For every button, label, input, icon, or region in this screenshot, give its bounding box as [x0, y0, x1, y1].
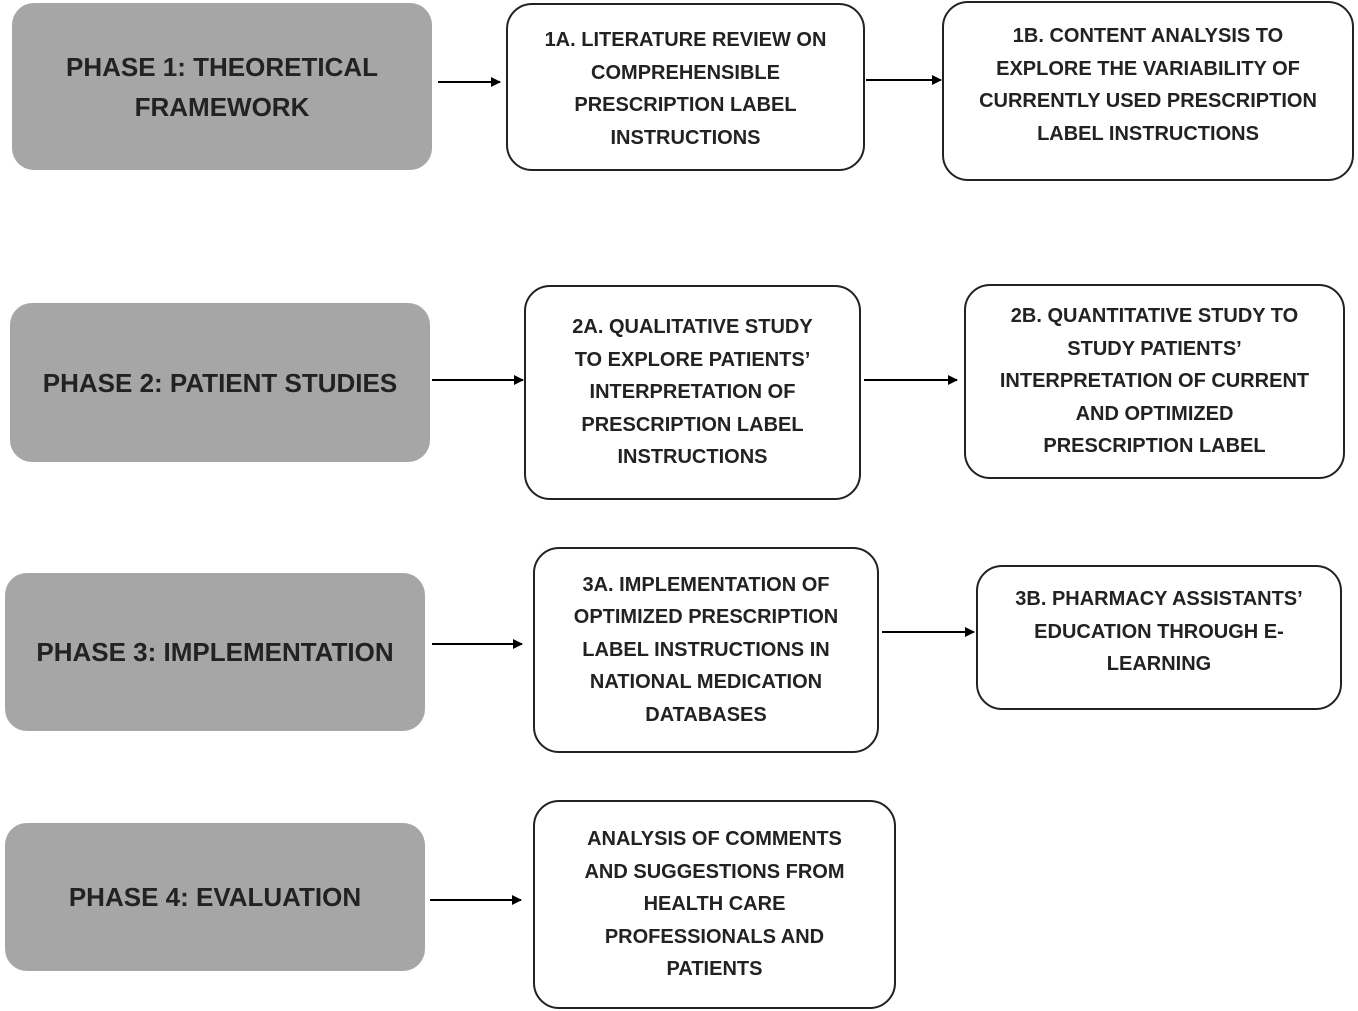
step-3b-box: 3B. PHARMACY ASSISTANTS’ EDUCATION THROU… [976, 565, 1342, 710]
phase-1-box: PHASE 1: THEORETICAL FRAMEWORK [12, 3, 432, 170]
step-2a-box: 2A. QUALITATIVE STUDY TO EXPLORE PATIENT… [524, 285, 861, 500]
phase-3-label: PHASE 3: IMPLEMENTATION [36, 637, 394, 667]
phase-3-box: PHASE 3: IMPLEMENTATION [5, 573, 425, 731]
step-3a-text: 3A. IMPLEMENTATION OF OPTIMIZED PRESCRIP… [573, 573, 839, 726]
step-3b-text: 3B. PHARMACY ASSISTANTS’ EDUCATION THROU… [1015, 588, 1303, 675]
step-1a-box: 1A. LITERATURE REVIEW ON COMPREHENSIBLE … [506, 3, 865, 171]
step-3a-box: 3A. IMPLEMENTATION OF OPTIMIZED PRESCRIP… [533, 547, 879, 753]
phase-4-label: PHASE 4: EVALUATION [68, 882, 362, 912]
step-1b-box: 1B. CONTENT ANALYSIS TO EXPLORE THE VARI… [942, 1, 1354, 181]
step-2b-box: 2B. QUANTITATIVE STUDY TO STUDY PATIENTS… [964, 284, 1345, 479]
phase-1-label: PHASE 1: THEORETICAL FRAMEWORK [65, 51, 379, 122]
step-4-box: ANALYSIS OF COMMENTS AND SUGGESTIONS FRO… [533, 800, 896, 1009]
step-1b-text: 1B. CONTENT ANALYSIS TO EXPLORE THE VARI… [979, 25, 1317, 145]
step-2a-text: 2A. QUALITATIVE STUDY TO EXPLORE PATIENT… [572, 316, 813, 469]
phase-2-box: PHASE 2: PATIENT STUDIES [10, 303, 430, 462]
step-4-text: ANALYSIS OF COMMENTS AND SUGGESTIONS FRO… [584, 828, 845, 981]
phase-2-label: PHASE 2: PATIENT STUDIES [42, 367, 398, 398]
step-2b-text: 2B. QUANTITATIVE STUDY TO STUDY PATIENTS… [999, 305, 1310, 458]
phase-4-box: PHASE 4: EVALUATION [5, 823, 425, 971]
step-1a-text: 1A. LITERATURE REVIEW ON COMPREHENSIBLE … [544, 29, 827, 149]
